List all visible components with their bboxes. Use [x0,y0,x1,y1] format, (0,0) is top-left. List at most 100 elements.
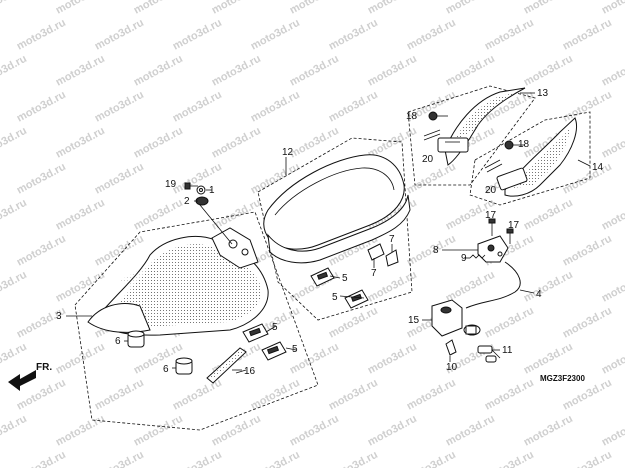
watermark-text: moto3d.ru [54,53,107,89]
watermark-text: moto3d.ru [249,449,302,468]
watermark-text: moto3d.ru [483,449,536,468]
watermark-text: moto3d.ru [15,17,68,53]
watermark-text: moto3d.ru [15,449,68,468]
watermark-text: moto3d.ru [327,89,380,125]
callout-19: 19 [165,179,177,190]
callout-5-a: 5 [342,273,348,284]
callout-2: 2 [184,196,190,207]
watermark-text: moto3d.ru [366,413,419,449]
rod-20-lower [484,159,503,173]
passenger-seat-group-outline [257,137,413,321]
watermark-text: moto3d.ru [132,125,185,161]
callout-18-b: 18 [518,139,530,150]
watermark-text: moto3d.ru [93,377,146,413]
watermark-text: moto3d.ru [522,269,575,305]
watermark-text: moto3d.ru [522,53,575,89]
watermark-text: moto3d.ru [600,125,625,161]
washer-1 [196,185,206,195]
watermark-text: moto3d.ru [522,341,575,377]
watermark-text: moto3d.ru [210,53,263,89]
watermark-text: moto3d.ru [288,53,341,89]
front-direction-arrow-icon [8,370,36,391]
watermark-text: moto3d.ru [249,377,302,413]
callout-20-a: 20 [422,154,434,165]
rubber-piece-passenger-lower [344,289,369,309]
watermark-text: moto3d.ru [54,197,107,233]
callout-15: 15 [408,315,420,326]
watermark-text: moto3d.ru [561,305,614,341]
callout-6-b: 6 [163,364,169,375]
watermark-text: moto3d.ru [444,269,497,305]
watermark-text: moto3d.ru [561,17,614,53]
watermark-text: moto3d.ru [405,161,458,197]
rider-seat [87,227,269,336]
grab-rail-right [496,117,577,197]
watermark-text: moto3d.ru [522,0,575,17]
callout-16: 16 [244,366,256,377]
callout-4: 4 [536,289,542,300]
seat-strip [206,347,247,384]
grab-rail-group-outline [407,85,536,186]
watermark-text: moto3d.ru [600,197,625,233]
watermark-text: moto3d.ru [327,449,380,468]
bolt-17-right [506,228,514,244]
watermark-text: moto3d.ru [561,233,614,269]
watermark-text: moto3d.ru [561,89,614,125]
watermark-text: moto3d.ru [93,449,146,468]
callout-5-d: 5 [292,344,298,355]
watermark-text: moto3d.ru [483,17,536,53]
grab-rail-right-group-outline [469,111,591,206]
bolt-18-lower [504,140,524,150]
watermark-text: moto3d.ru [600,0,625,17]
watermark-text: moto3d.ru [93,161,146,197]
callout-1: 1 [209,185,215,196]
callout-7-a: 7 [371,268,377,279]
key-cylinder [463,324,481,336]
watermark-text: moto3d.ru [600,341,625,377]
watermark-text: moto3d.ru [210,197,263,233]
cushion-lower [175,357,193,375]
cushion-7-right [385,249,399,267]
watermark-text: moto3d.ru [405,377,458,413]
rubber-piece-rider-upper [242,323,269,343]
callout-18-a: 18 [406,111,418,122]
callout-10: 10 [446,362,458,373]
callout-17-a: 17 [485,210,497,221]
watermark-text: moto3d.ru [522,197,575,233]
watermark-text: moto3d.ru [171,17,224,53]
watermark-text: moto3d.ru [15,89,68,125]
watermark-text: moto3d.ru [561,449,614,468]
watermark-text: moto3d.ru [483,305,536,341]
watermark-text: moto3d.ru [600,413,625,449]
watermark-text: moto3d.ru [210,0,263,17]
watermark-text: moto3d.ru [210,413,263,449]
watermark-text: moto3d.ru [327,377,380,413]
watermark-text: moto3d.ru [15,233,68,269]
watermark-text: moto3d.ru [0,197,29,233]
diagram-code: MGZ3F2300 [540,374,585,383]
key [477,345,501,363]
watermark-text: moto3d.ru [171,377,224,413]
watermark-text: moto3d.ru [327,305,380,341]
watermark-text: moto3d.ru [600,269,625,305]
watermark-text: moto3d.ru [444,413,497,449]
passenger-seat [263,154,411,264]
seat-lock-holder [431,299,463,337]
watermark-text: moto3d.ru [15,161,68,197]
watermark-text: moto3d.ru [405,233,458,269]
bolt-17-left [488,218,496,236]
watermark-text: moto3d.ru [132,197,185,233]
watermark-text: moto3d.ru [288,125,341,161]
watermark-text: moto3d.ru [366,53,419,89]
spring-9 [469,254,486,259]
watermark-text: moto3d.ru [93,89,146,125]
callout-5-b: 5 [332,292,338,303]
watermark-text: moto3d.ru [522,413,575,449]
rod-20-upper [423,129,441,141]
watermark-text: moto3d.ru [132,413,185,449]
watermark-text: moto3d.ru [171,89,224,125]
callout-17-b: 17 [508,220,520,231]
watermark-text: moto3d.ru [0,125,29,161]
callout-13: 13 [537,88,549,99]
watermark-text: moto3d.ru [171,449,224,468]
